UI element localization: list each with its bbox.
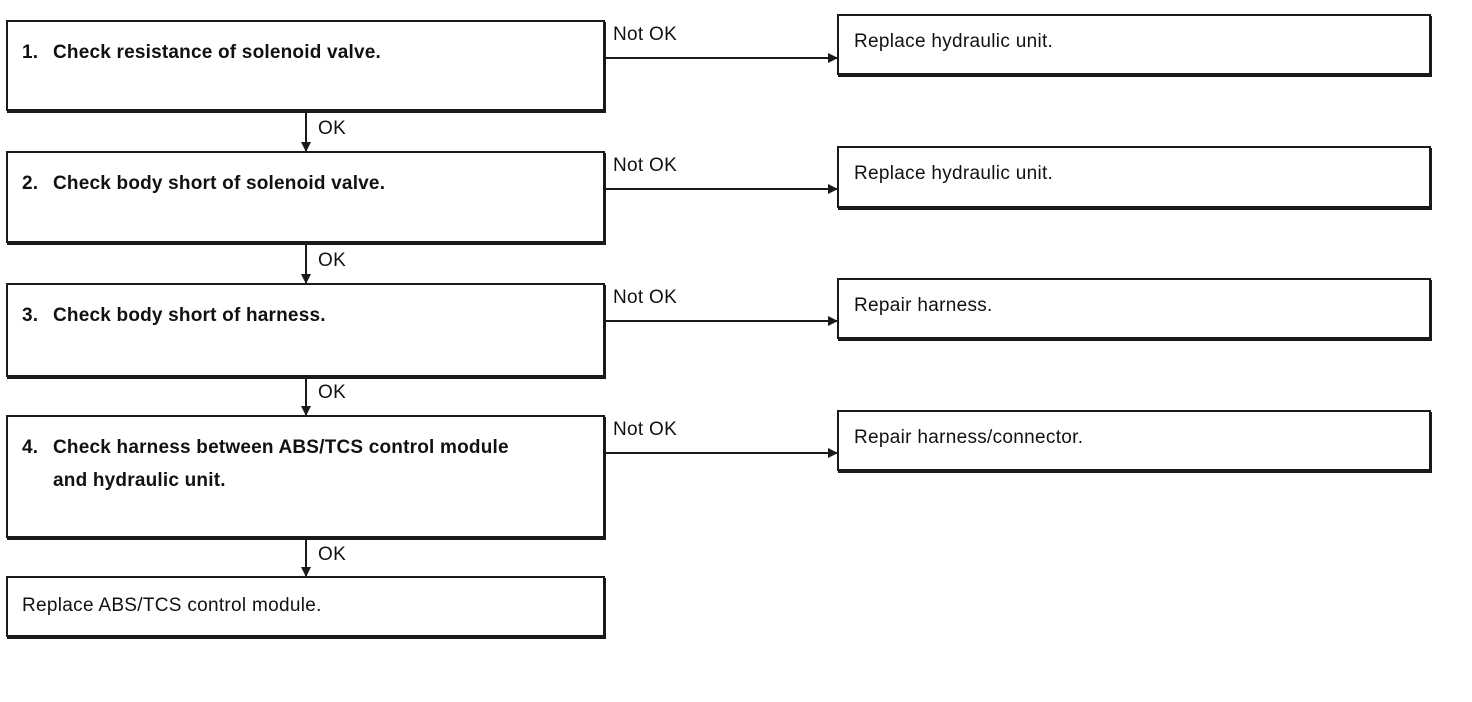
step-text-4: 4. Check harness between ABS/TCS control… [22, 431, 591, 497]
step-text-3: 3. Check body short of harness. [22, 299, 591, 332]
step-number: 4. [22, 437, 39, 458]
step-box-3: 3. Check body short of harness. [6, 283, 605, 377]
not-ok-label-4: Not OK [613, 419, 678, 440]
step-number: 1. [22, 42, 39, 63]
action-text-2: Replace hydraulic unit. [854, 163, 1054, 184]
not-ok-label-3: Not OK [613, 287, 678, 308]
step-text-1: 1. Check resistance of solenoid valve. [22, 36, 591, 69]
action-box-3: Repair harness. [837, 278, 1431, 339]
not-ok-label-1: Not OK [613, 24, 678, 45]
final-action-box: Replace ABS/TCS control module. [6, 576, 605, 637]
step-box-4: 4. Check harness between ABS/TCS control… [6, 415, 605, 538]
action-text-1: Replace hydraulic unit. [854, 31, 1054, 52]
step-description: Check body short of harness. [53, 305, 326, 326]
not-ok-label-2: Not OK [613, 155, 678, 176]
action-text-3: Repair harness. [854, 295, 993, 316]
action-box-1: Replace hydraulic unit. [837, 14, 1431, 75]
ok-label-1: OK [318, 118, 347, 139]
step-description: Check body short of solenoid valve. [53, 173, 386, 194]
step-number: 3. [22, 305, 39, 326]
action-text-4: Repair harness/connector. [854, 427, 1084, 448]
step-description: Check harness between ABS/TCS control mo… [53, 437, 509, 491]
action-box-2: Replace hydraulic unit. [837, 146, 1431, 208]
step-number: 2. [22, 173, 39, 194]
step-box-2: 2. Check body short of solenoid valve. [6, 151, 605, 243]
final-action-text: Replace ABS/TCS control module. [22, 595, 322, 616]
ok-label-3: OK [318, 382, 347, 403]
step-description: Check resistance of solenoid valve. [53, 42, 382, 63]
action-box-4: Repair harness/connector. [837, 410, 1431, 471]
ok-label-2: OK [318, 250, 347, 271]
step-box-1: 1. Check resistance of solenoid valve. [6, 20, 605, 111]
ok-label-4: OK [318, 544, 347, 565]
step-text-2: 2. Check body short of solenoid valve. [22, 167, 591, 200]
